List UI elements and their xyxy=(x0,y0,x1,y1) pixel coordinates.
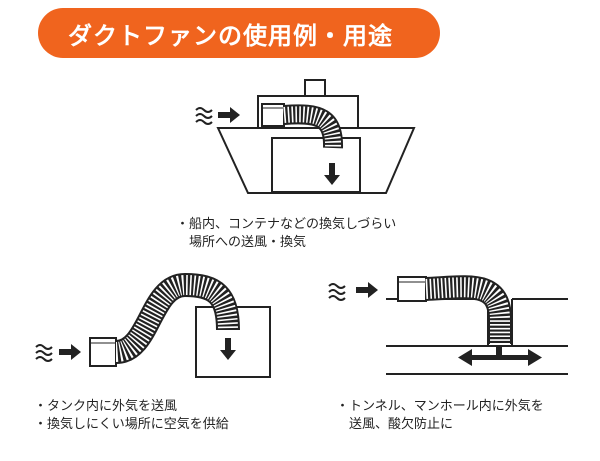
wind-icon xyxy=(195,107,213,125)
caption-line: ・タンク内に外気を送風 xyxy=(34,399,178,414)
ship-hold xyxy=(271,137,361,193)
caption-line: ・換気しにくい場所に空気を供給 xyxy=(34,417,229,432)
caption-line: 場所への送風・換気 xyxy=(176,235,307,250)
caption-line: ・船内、コンテナなどの換気しづらい xyxy=(176,217,397,232)
caption-tank: ・タンク内に外気を送風 ・換気しにくい場所に空気を供給 xyxy=(34,398,229,434)
arrow-right-icon xyxy=(59,344,81,360)
tank-scene xyxy=(35,272,271,378)
double-arrow-icon xyxy=(458,345,542,366)
caption-tunnel: ・トンネル、マンホール内に外気を 送風、酸欠防止に xyxy=(336,398,544,434)
page-title: ダクトファンの使用例・用途 xyxy=(68,21,393,50)
wind-icon xyxy=(328,283,346,301)
wind-icon xyxy=(35,344,53,362)
ship-scene xyxy=(195,79,416,194)
duct-fan-icon xyxy=(261,103,285,127)
caption-line: 送風、酸欠防止に xyxy=(336,417,454,432)
duct-fan-icon xyxy=(89,337,117,367)
caption-ship: ・船内、コンテナなどの換気しづらい 場所への送風・換気 xyxy=(176,216,396,252)
arrow-right-icon xyxy=(218,107,240,123)
title-badge: ダクトファンの使用例・用途 xyxy=(38,8,440,58)
duct-fan-icon xyxy=(397,276,427,302)
flexible-duct-icon xyxy=(114,272,240,364)
caption-line: ・トンネル、マンホール内に外気を xyxy=(336,399,544,414)
arrow-right-icon xyxy=(356,282,378,298)
tunnel-scene xyxy=(328,275,568,375)
